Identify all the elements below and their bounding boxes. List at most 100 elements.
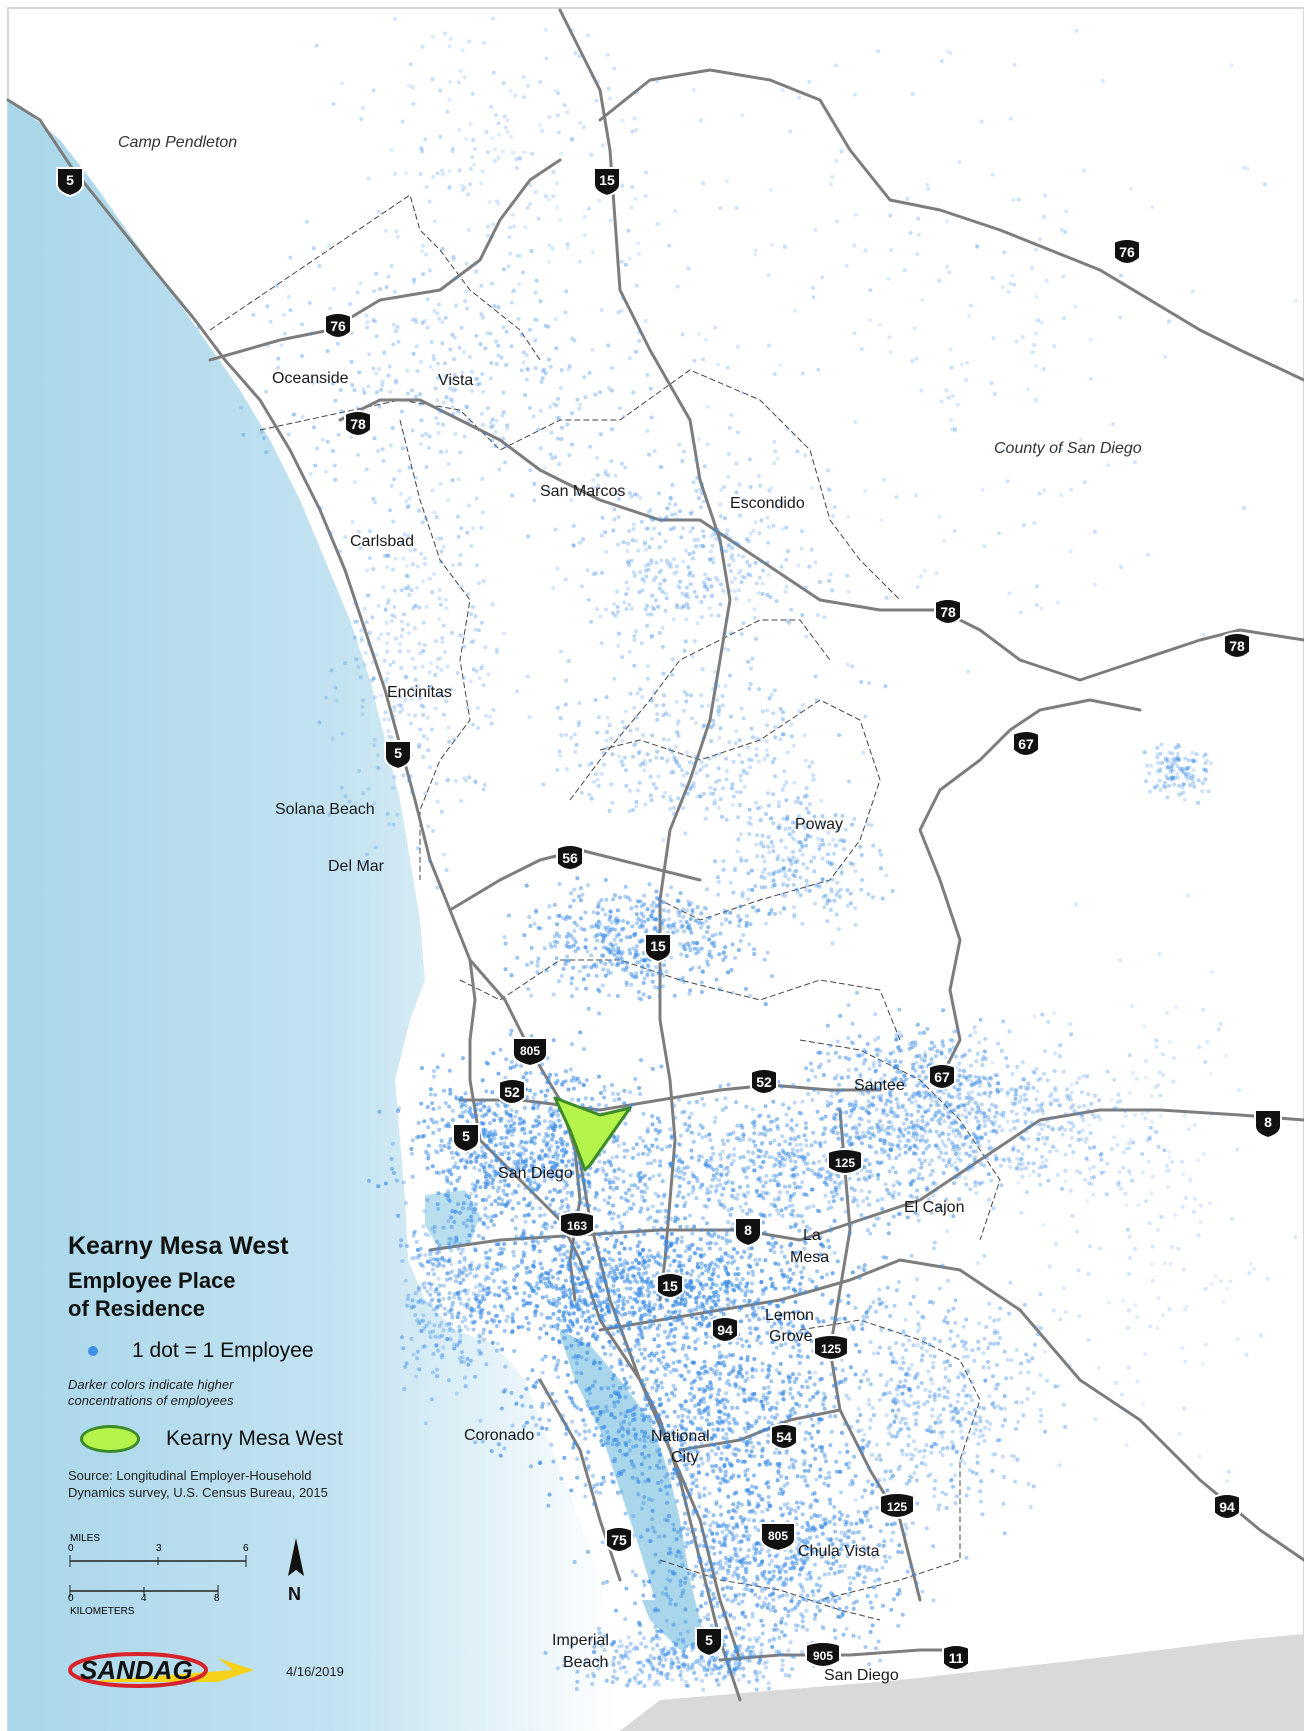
employee-dot <box>639 911 644 916</box>
employee-dot <box>604 1330 609 1335</box>
employee-dot <box>781 710 785 715</box>
employee-dot <box>772 1178 777 1183</box>
employee-dot <box>704 585 709 590</box>
employee-dot <box>350 383 355 388</box>
employee-dot <box>542 1212 547 1217</box>
employee-dot <box>433 706 438 711</box>
employee-dot <box>430 1101 435 1106</box>
employee-dot <box>469 369 474 374</box>
employee-dot <box>734 596 739 601</box>
employee-dot <box>848 1114 853 1119</box>
employee-dot <box>746 1271 751 1276</box>
employee-dot <box>871 843 876 848</box>
employee-dot <box>491 1149 496 1154</box>
employee-dot <box>832 1250 837 1255</box>
employee-dot <box>655 1344 660 1349</box>
employee-dot <box>734 729 739 734</box>
employee-dot <box>569 1244 574 1249</box>
employee-dot <box>352 388 357 392</box>
employee-dot <box>695 1099 699 1104</box>
employee-dot <box>452 737 457 742</box>
employee-dot <box>555 1326 560 1331</box>
employee-dot <box>583 1203 588 1208</box>
employee-dot <box>764 1150 769 1155</box>
employee-dot <box>555 922 559 927</box>
employee-dot <box>506 1151 511 1156</box>
employee-dot <box>698 794 703 799</box>
employee-dot <box>582 1047 586 1052</box>
employee-dot <box>471 722 476 727</box>
employee-dot <box>769 692 774 697</box>
employee-dot <box>681 773 686 778</box>
employee-dot <box>430 488 435 493</box>
employee-dot <box>689 1285 694 1290</box>
employee-dot <box>506 913 511 918</box>
employee-dot <box>843 827 848 832</box>
employee-dot <box>645 1207 650 1212</box>
employee-dot <box>461 1201 466 1206</box>
employee-dot <box>681 559 686 564</box>
employee-dot <box>748 1326 753 1331</box>
employee-dot <box>701 1294 706 1299</box>
employee-dot <box>429 340 434 344</box>
employee-dot <box>639 1058 643 1063</box>
employee-dot <box>330 737 335 741</box>
employee-dot <box>647 545 652 550</box>
employee-dot <box>700 482 704 487</box>
employee-dot <box>471 667 476 672</box>
employee-dot <box>835 868 840 872</box>
employee-dot <box>737 1185 742 1190</box>
employee-dot <box>691 940 696 945</box>
employee-dot <box>678 509 682 514</box>
employee-dot <box>771 821 776 826</box>
employee-dot <box>781 881 786 886</box>
employee-dot <box>628 1173 633 1178</box>
employee-dot <box>735 1250 740 1255</box>
employee-dot <box>356 529 361 534</box>
employee-dot <box>700 969 705 974</box>
employee-dot <box>456 1152 461 1157</box>
employee-dot <box>695 1179 700 1184</box>
employee-dot <box>451 388 456 393</box>
employee-dot <box>514 1214 519 1219</box>
employee-dot <box>800 613 805 617</box>
employee-dot <box>743 575 748 580</box>
employee-dot <box>765 560 770 565</box>
employee-dot <box>538 1213 543 1218</box>
employee-dot <box>483 1213 488 1218</box>
employee-dot <box>652 690 657 695</box>
employee-dot <box>450 563 455 568</box>
employee-dot <box>699 760 704 765</box>
employee-dot <box>385 554 389 559</box>
employee-dot <box>601 1187 606 1192</box>
employee-dot <box>826 830 831 835</box>
employee-dot <box>758 1149 763 1154</box>
employee-dot <box>518 1116 523 1121</box>
employee-dot <box>496 1202 501 1206</box>
employee-dot <box>575 1163 580 1168</box>
employee-dot <box>721 549 726 553</box>
employee-dot <box>616 1214 621 1219</box>
employee-dot <box>674 1154 679 1159</box>
employee-dot <box>612 507 617 512</box>
employee-dot <box>632 634 637 638</box>
employee-dot <box>688 1254 693 1259</box>
employee-dot <box>730 1255 735 1260</box>
employee-dot <box>486 1108 491 1113</box>
employee-dot <box>530 1289 535 1293</box>
employee-dot <box>388 389 393 394</box>
employee-dot <box>474 1113 479 1118</box>
employee-dot <box>748 485 753 489</box>
employee-dot <box>724 1232 729 1237</box>
employee-dot <box>473 614 478 619</box>
employee-dot <box>239 405 244 410</box>
employee-dot <box>647 452 652 457</box>
employee-dot <box>779 501 784 506</box>
employee-dot <box>420 520 425 525</box>
employee-dot <box>872 1223 877 1228</box>
employee-dot <box>796 796 800 800</box>
employee-dot <box>490 1181 495 1186</box>
employee-dot <box>853 906 858 911</box>
employee-dot <box>556 1190 560 1195</box>
employee-dot <box>772 1197 777 1202</box>
